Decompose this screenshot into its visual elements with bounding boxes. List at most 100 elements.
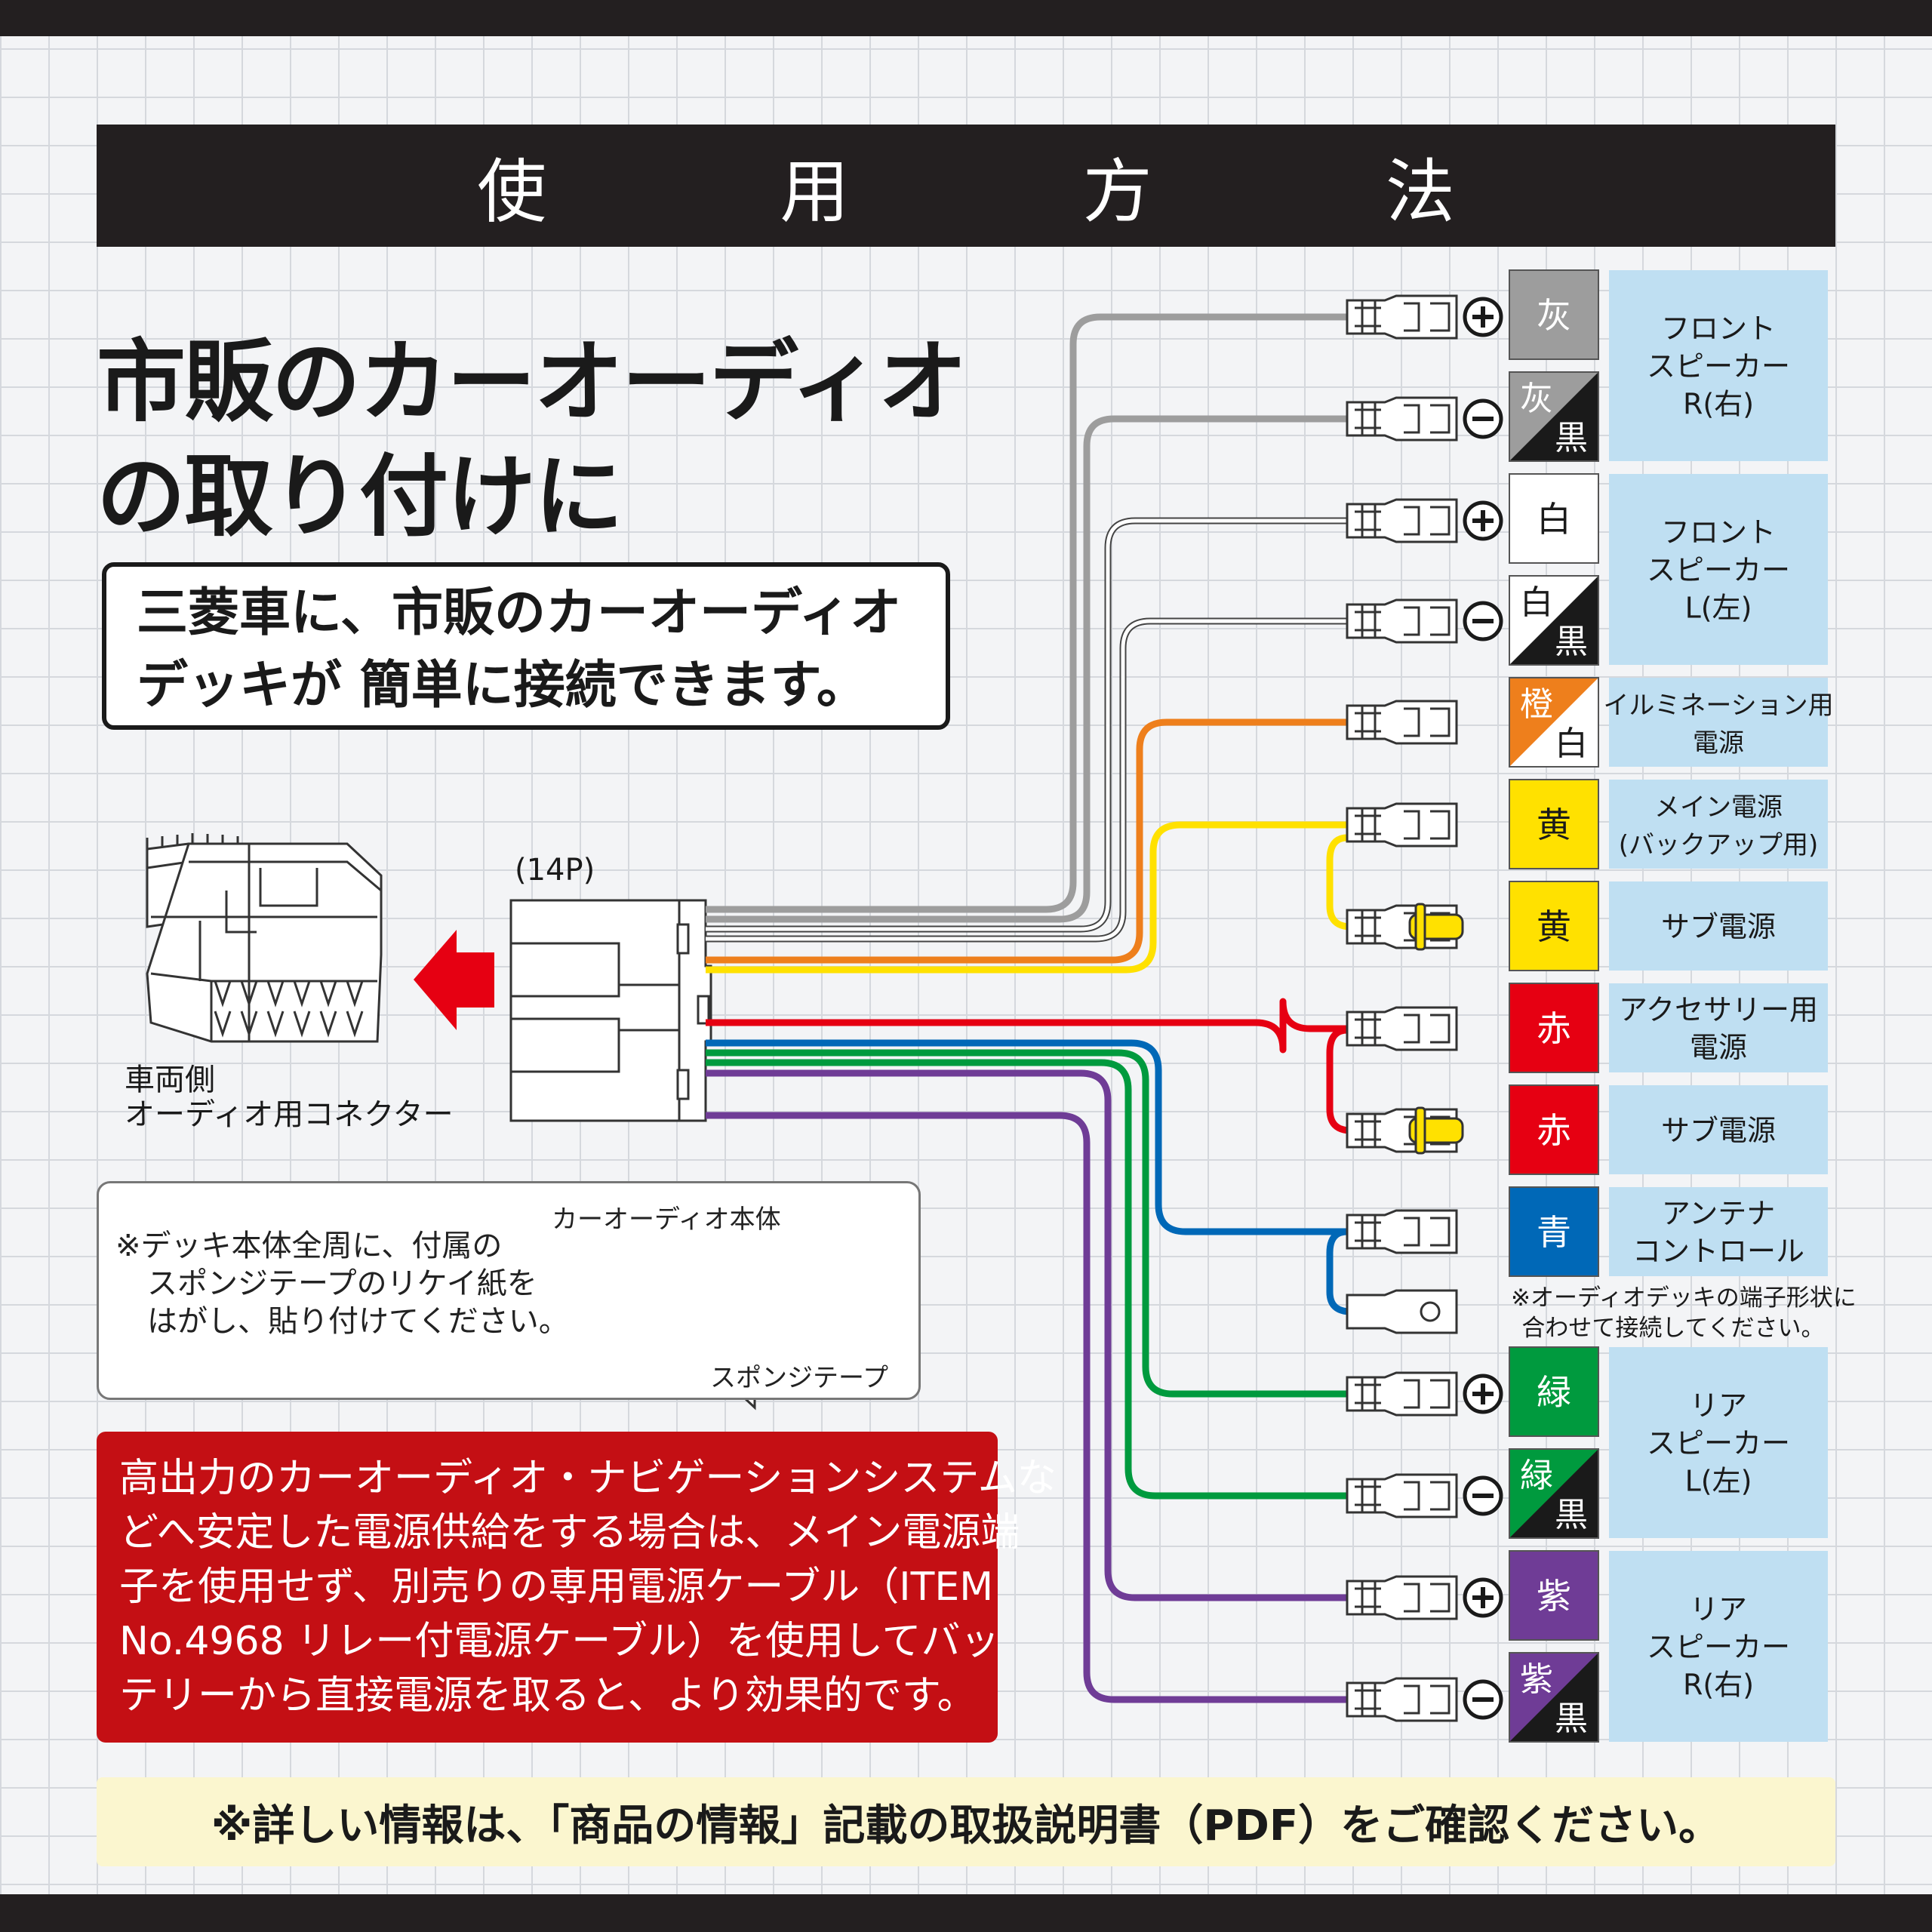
ring-terminal	[1346, 1289, 1458, 1334]
wire-color-swatch: 白	[1509, 473, 1599, 564]
function-label-text: R(右)	[1683, 388, 1754, 421]
swatch-color-main: 灰	[1537, 295, 1571, 336]
terminal-5	[1346, 700, 1458, 745]
warning-line1: 高出力のカーオーディオ・ナビゲーションシステムな	[119, 1456, 1057, 1501]
harness-connector	[509, 899, 712, 1122]
swatch-color-main: 黄	[1537, 906, 1571, 947]
wire-color-swatch: 灰	[1509, 269, 1599, 360]
deck-label: カーオーディオ本体	[552, 1204, 781, 1235]
function-label-text: L(左)	[1685, 592, 1752, 625]
minus-polarity-icon	[1463, 1475, 1503, 1516]
wire-color-swatch: 橙白	[1509, 677, 1599, 768]
warning-line5: テリーから直接電源を取ると、より効果的です。	[119, 1673, 977, 1718]
vehicle-label-line2: オーディオ用コネクター	[125, 1097, 454, 1132]
function-label-text: アクセサリー用	[1619, 993, 1818, 1026]
swatch-color-main: 赤	[1537, 1110, 1571, 1151]
function-label-text: フロント	[1661, 312, 1776, 346]
wire-color-swatch: 黄	[1509, 881, 1599, 971]
function-label-text: R(右)	[1683, 1669, 1754, 1702]
swatch-color-sub: 白	[1555, 724, 1588, 763]
footer-text: ※詳しい情報は、「商品の情報」記載の取扱説明書（PDF）をご確認ください。	[211, 1801, 1721, 1850]
function-label-box: メイン電源 (バックアップ用)	[1609, 780, 1828, 869]
swatch-color-sub: 黒	[1555, 1700, 1588, 1738]
wire-color-swatch: 赤	[1509, 983, 1599, 1073]
terminals-layer	[1346, 294, 1503, 1722]
swatch-color-sub: 黒	[1555, 1496, 1588, 1534]
section-title: 使 用 方 法	[477, 151, 1561, 232]
swatch-color-main: 白	[1537, 499, 1571, 540]
function-label-text: (バックアップ用)	[1619, 830, 1819, 860]
function-label-box: サブ電源	[1609, 1085, 1828, 1174]
wire-1	[706, 313, 1351, 913]
wires-layer	[706, 313, 1352, 1703]
highlight-box: 三菱車に、市販のカーオーディオ デッキが 簡単に接続できます。	[102, 562, 950, 730]
swatch-color-main: 白	[1520, 583, 1553, 622]
plus-polarity-icon	[1463, 1374, 1503, 1414]
terminal-note-line2: 合わせて接続してください。	[1521, 1315, 1825, 1342]
wire-8	[706, 998, 1351, 1054]
warning-line3: 子を使用せず、別売りの専用電源ケーブル（ITEM	[119, 1564, 994, 1610]
function-label-text: L(左)	[1685, 1465, 1752, 1498]
install-note-line2: スポンジテープのリケイ紙を	[147, 1266, 537, 1301]
wire-12	[706, 1059, 1351, 1500]
function-label-text: 電源	[1693, 728, 1744, 758]
terminal-14	[1346, 1677, 1458, 1722]
minus-polarity-icon	[1463, 1679, 1503, 1720]
wire-4	[706, 619, 1351, 941]
function-label-text: スピーカー	[1647, 350, 1790, 383]
wire-7	[1326, 834, 1352, 931]
power-warning-box: 高出力のカーオーディオ・ナビゲーションシステムな どへ安定した電源供給をする場合…	[97, 1432, 1057, 1743]
install-note-text: ※デッキ本体全周に、付属の スポンジテープのリケイ紙を はがし、貼り付けてくださ…	[115, 1227, 583, 1340]
function-label-text: スピーカー	[1647, 1427, 1790, 1460]
labels-layer: 灰灰黒白白黒橙白黄黄赤赤青緑緑黒紫紫黒フロントスピーカーR(右)フロントスピーカ…	[1509, 269, 1834, 1743]
wire-2	[706, 415, 1351, 923]
headline-line2: の取り付けに	[97, 445, 623, 549]
bottom-border	[0, 1894, 1932, 1932]
footer-note: ※詳しい情報は、「商品の情報」記載の取扱説明書（PDF）をご確認ください。	[97, 1777, 1835, 1866]
highlight-line2: デッキが 簡単に接続できます。	[137, 656, 868, 715]
function-label-box: サブ電源	[1609, 881, 1828, 971]
minus-polarity-icon	[1463, 398, 1503, 439]
function-label-text: 電源	[1690, 1031, 1747, 1064]
headline-line1: 市販のカーオーディオ	[97, 330, 968, 434]
wire-14	[706, 1112, 1351, 1703]
function-label-text: イルミネーション用	[1603, 691, 1833, 721]
plus-polarity-icon	[1463, 297, 1503, 337]
swatch-color-main: 青	[1537, 1212, 1571, 1253]
swatch-color-main: 緑	[1537, 1372, 1571, 1413]
insert-arrow	[414, 930, 494, 1030]
install-note-box: ※デッキ本体全周に、付属の スポンジテープのリケイ紙を はがし、貼り付けてくださ…	[97, 1181, 921, 1400]
swatch-color-sub: 黒	[1555, 623, 1588, 661]
swatch-color-main: 赤	[1537, 1008, 1571, 1049]
wire-color-swatch: 紫黒	[1509, 1652, 1599, 1743]
function-label-text: スピーカー	[1647, 554, 1790, 587]
swatch-color-main: 黄	[1537, 804, 1571, 845]
warning-line2: どへ安定した電源供給をする場合は、メイン電源端	[119, 1510, 1020, 1555]
tape-label: スポンジテープ	[710, 1363, 888, 1393]
function-label-text: メイン電源	[1654, 792, 1783, 823]
function-label-text: サブ電源	[1661, 1114, 1776, 1147]
section-header: 使 用 方 法	[97, 125, 1835, 247]
wire-5	[706, 718, 1351, 964]
terminal-1	[1346, 294, 1458, 340]
wire-color-swatch: 紫	[1509, 1550, 1599, 1641]
wire-9	[1326, 1026, 1352, 1134]
terminal-8	[1346, 1006, 1458, 1051]
swatch-color-sub: 黒	[1555, 419, 1588, 457]
function-label-text: コントロール	[1632, 1235, 1804, 1268]
plus-polarity-icon	[1463, 1577, 1503, 1618]
wire-13	[706, 1069, 1351, 1601]
connector-pin-label: (14P)	[515, 853, 595, 888]
terminal-note-line1: ※オーディオデッキの端子形状に	[1511, 1284, 1857, 1312]
function-label-text: リア	[1690, 1593, 1747, 1626]
wire-4-outline	[706, 617, 1351, 943]
function-label-text: フロント	[1661, 516, 1776, 549]
wire-color-swatch: 緑	[1509, 1346, 1599, 1437]
wire-color-swatch: 青	[1509, 1186, 1599, 1277]
wire-color-swatch: 白黒	[1509, 575, 1599, 666]
